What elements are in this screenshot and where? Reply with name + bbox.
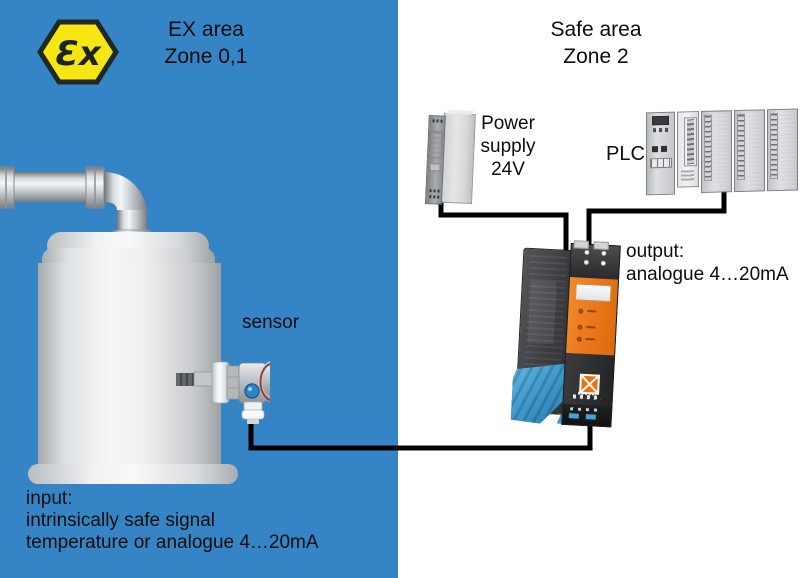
power-supply-terminals-bottom [428,186,440,199]
sensor-blue-button-highlight [248,387,252,391]
power-supply-caption-line: 24V [491,159,525,180]
isolator-x-symbol-icon [578,373,601,395]
atex-hexagon [37,19,119,85]
output-caption-line: output: [626,241,685,262]
plc-io-connectors [747,113,762,188]
sensor-flange [211,361,230,404]
isolator-terminals-bottom [562,403,612,427]
plc-io-connector [747,151,762,169]
sensor-connector-top [243,401,263,411]
plc-arrow-keys [651,145,670,153]
plc-io-connector [714,171,729,189]
output-caption-line: analogue 4…20mA [626,264,789,285]
ex-area-zone: Zone 0,1 [164,45,248,68]
isolator-front-panel [561,240,621,428]
plc-io-connector [780,150,795,168]
isolator-orange-panel [566,277,619,395]
plc-io-connector [780,131,795,149]
plc-io-connectors [780,112,795,187]
power-supply-device [424,110,476,205]
plc-display [652,115,669,126]
plc-footer-ports [649,157,672,169]
wire-sensor-to-isolator [248,410,593,451]
screw-icon [600,260,606,266]
isolator-device [514,240,621,432]
power-supply-caption-line: supply [480,136,536,157]
plc-io-led-strip [770,112,778,180]
plc-io-connector [747,132,762,150]
power-supply-caption: Power supply 24V [471,112,545,181]
tank-scene [0,166,270,484]
isolator-screw-row [571,259,619,267]
plc-io-led-strip [704,114,712,181]
plc-device [646,108,800,196]
plc-io-connector [714,152,729,170]
sensor-connector-bottom [241,409,265,420]
plc-io-connector [780,112,795,130]
sensor-blue-button [244,383,260,399]
sensor-caption: sensor [242,312,300,333]
safe-area-title: Safe area [550,18,642,41]
tank-base [28,464,238,484]
input-caption-line: intrinsically safe signal [26,510,216,531]
input-caption-line: temperature or analogue 4…20mA [26,532,319,553]
plc-io-connector [714,133,729,151]
isolator-label-plate [574,283,612,303]
input-caption: input: intrinsically safe signal tempera… [26,488,319,554]
isolator-screw-row [571,249,619,257]
screw-icon [583,259,590,266]
pipe-flange-left [0,166,15,209]
plc-io-module [767,108,798,192]
power-supply-terminal-row [428,189,440,193]
plc-bus-module [677,111,699,188]
tank-body [38,263,221,471]
plc-caption: PLC [606,143,645,165]
isolator-led [578,308,584,314]
plc-cpu-module [646,111,675,196]
wire-power-supply-to-isolator [438,196,569,268]
wire-plc-to-isolator [586,180,727,272]
isolator-terminal-tab [573,240,590,249]
plc-io-module [701,110,732,193]
atex-ex-logo: Ɛx [37,19,119,85]
safe-area-heading: Safe area Zone 2 [508,16,684,70]
ex-area-heading: EX area Zone 0,1 [118,16,294,70]
isolator-terminal-tab [593,241,609,251]
power-supply-caption-line: Power [481,113,535,134]
plc-io-connector [747,170,762,188]
isolator-test-points [572,394,601,400]
plc-io-connector [747,113,762,131]
sensor-cap-oring [259,362,270,402]
plc-io-connector [780,169,795,187]
isolator-terminals-top [570,240,620,280]
power-supply-label-plate [428,131,444,159]
atex-logo-text: Ɛx [55,34,102,74]
power-supply-terminal-row [428,195,439,199]
sensor-connector-stub [247,419,259,424]
power-supply-terminals-top [432,119,443,123]
plc-buttons [652,127,669,133]
plc-io-led-strip [737,113,745,181]
power-supply-switch [429,163,441,172]
screw-icon [584,249,590,256]
plc-io-connector [714,114,729,132]
isolator-led [576,336,582,342]
ex-area-title: EX area [168,18,244,41]
safe-area-zone: Zone 2 [563,45,629,68]
output-caption: output: analogue 4…20mA [626,240,789,286]
screw-icon [601,250,607,256]
sensor-cap-inner [262,366,270,396]
isolator-led [577,324,583,330]
plc-io-connectors [714,114,729,189]
input-caption-line: input: [26,488,73,509]
plc-io-module [734,109,765,193]
